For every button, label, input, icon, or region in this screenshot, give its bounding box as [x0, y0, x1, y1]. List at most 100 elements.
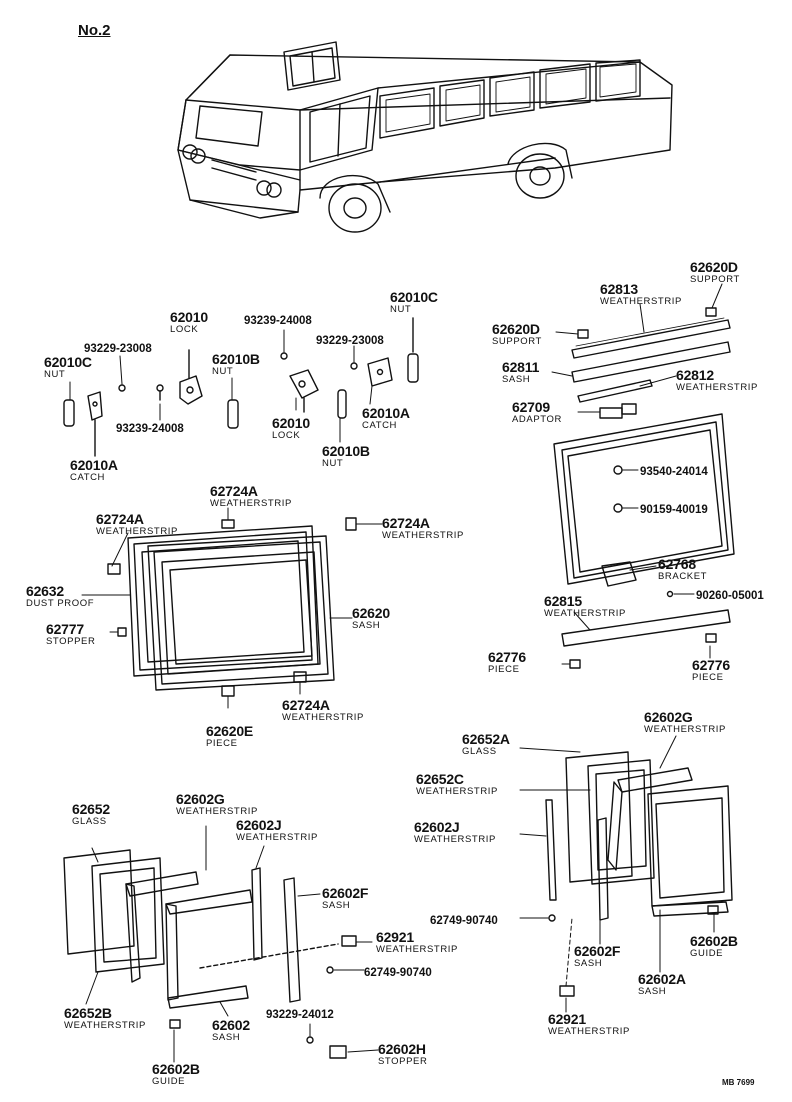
- part-number: 62724A: [282, 697, 330, 713]
- part-name: WEATHERSTRIP: [64, 1020, 146, 1031]
- part-name: WEATHERSTRIP: [96, 526, 178, 537]
- part-number: 62010B: [322, 443, 370, 459]
- part-number: 62652: [72, 801, 110, 817]
- part-name: SASH: [212, 1032, 241, 1043]
- part-number: 90260-05001: [696, 590, 764, 602]
- lock-hardware: [63, 317, 419, 457]
- lower-right-window-assembly: [545, 751, 733, 997]
- page-title: No.2: [78, 22, 111, 39]
- lower-left-window-assembly: [63, 849, 357, 1059]
- callout: 93229-23008: [316, 332, 384, 348]
- part-number: 90159-40019: [640, 504, 708, 516]
- leader-lines: [69, 283, 723, 1063]
- part-number: 62749-90740: [364, 967, 432, 979]
- callout: 90260-05001: [696, 587, 764, 603]
- callout: 93229-24012: [266, 1006, 334, 1022]
- part-number: 62709: [512, 399, 550, 415]
- part-number: 62602B: [690, 933, 738, 949]
- sash-assembly: [107, 517, 357, 697]
- part-number: 62010B: [212, 351, 260, 367]
- part-number: 62010C: [390, 289, 438, 305]
- part-name: GUIDE: [690, 948, 724, 959]
- part-name: WEATHERSTRIP: [282, 712, 364, 723]
- part-name: WEATHERSTRIP: [382, 530, 464, 541]
- part-name: ADAPTOR: [512, 414, 562, 425]
- part-number: 62652A: [462, 731, 510, 747]
- part-number: 62812: [676, 367, 714, 383]
- part-number: 62620E: [206, 723, 254, 739]
- sliding-sash-assembly: [553, 307, 735, 669]
- part-number: 62620: [352, 605, 390, 621]
- callout: 93229-23008: [84, 340, 152, 356]
- part-name: WEATHERSTRIP: [676, 382, 758, 393]
- part-number: 62010: [272, 415, 310, 431]
- part-name: CATCH: [70, 472, 106, 483]
- part-number: 62632: [26, 583, 64, 599]
- part-number: 62602B: [152, 1061, 200, 1077]
- part-name: SUPPORT: [690, 274, 740, 285]
- part-name: WEATHERSTRIP: [600, 296, 682, 307]
- part-name: WEATHERSTRIP: [236, 832, 318, 843]
- part-number: 62010A: [70, 457, 118, 473]
- part-name: SASH: [322, 900, 351, 911]
- part-number: 62815: [544, 593, 582, 609]
- part-number: 62602F: [322, 885, 369, 901]
- part-name: GLASS: [462, 746, 497, 757]
- part-number: 62602G: [644, 709, 693, 725]
- part-number: 62749-90740: [430, 915, 498, 927]
- part-name: WEATHERSTRIP: [544, 608, 626, 619]
- part-name: WEATHERSTRIP: [210, 498, 292, 509]
- part-number: 62813: [600, 281, 638, 297]
- part-name: SASH: [502, 374, 531, 385]
- callout: 62749-90740: [364, 964, 432, 980]
- part-number: 62652B: [64, 1005, 112, 1021]
- part-number: 93239-24008: [244, 315, 312, 327]
- part-name: SASH: [352, 620, 381, 631]
- part-name: WEATHERSTRIP: [548, 1026, 630, 1037]
- part-name: WEATHERSTRIP: [376, 944, 458, 955]
- part-name: CATCH: [362, 420, 398, 431]
- part-number: 62777: [46, 621, 84, 637]
- part-name: PIECE: [206, 738, 238, 749]
- callout: 62749-90740: [430, 912, 498, 928]
- part-name: PIECE: [488, 664, 520, 675]
- callout: 93540-24014: [640, 463, 708, 479]
- part-name: LOCK: [272, 430, 301, 441]
- part-name: NUT: [390, 304, 412, 315]
- part-name: SASH: [574, 958, 603, 969]
- part-number: 62811: [502, 359, 540, 375]
- callout: 93239-24008: [244, 312, 312, 328]
